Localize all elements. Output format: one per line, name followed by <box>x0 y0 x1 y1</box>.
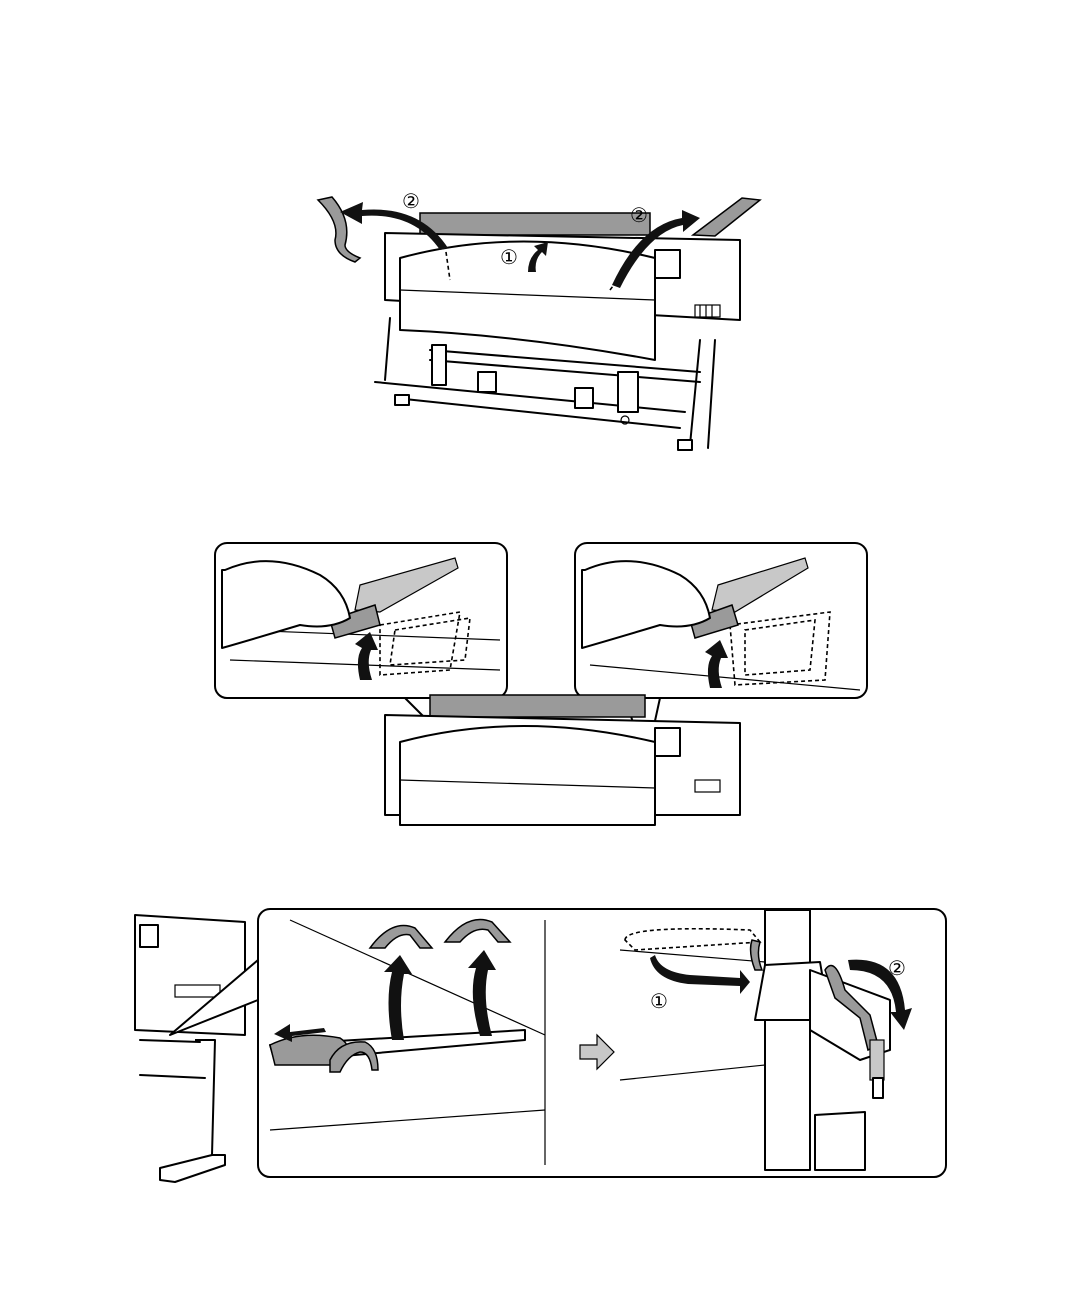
figure-1-remove-protective-tape: ② ② ① <box>0 0 1081 470</box>
figure-2-lift-media-edge-plates <box>0 530 1081 830</box>
step-mark-2: ② <box>888 956 906 980</box>
printer-body <box>385 213 740 360</box>
step-mark-2-left: ② <box>402 189 420 213</box>
control-panel <box>655 250 680 278</box>
step-mark-1: ① <box>500 245 518 269</box>
figure-3-remove-roller-tapes: ① ② <box>0 900 1081 1190</box>
step-mark-1: ① <box>650 989 668 1013</box>
printer-body-partial <box>385 695 740 825</box>
step-mark-2-right: ② <box>630 203 648 227</box>
tape-right <box>693 198 760 236</box>
printer-side-view <box>135 915 245 1182</box>
